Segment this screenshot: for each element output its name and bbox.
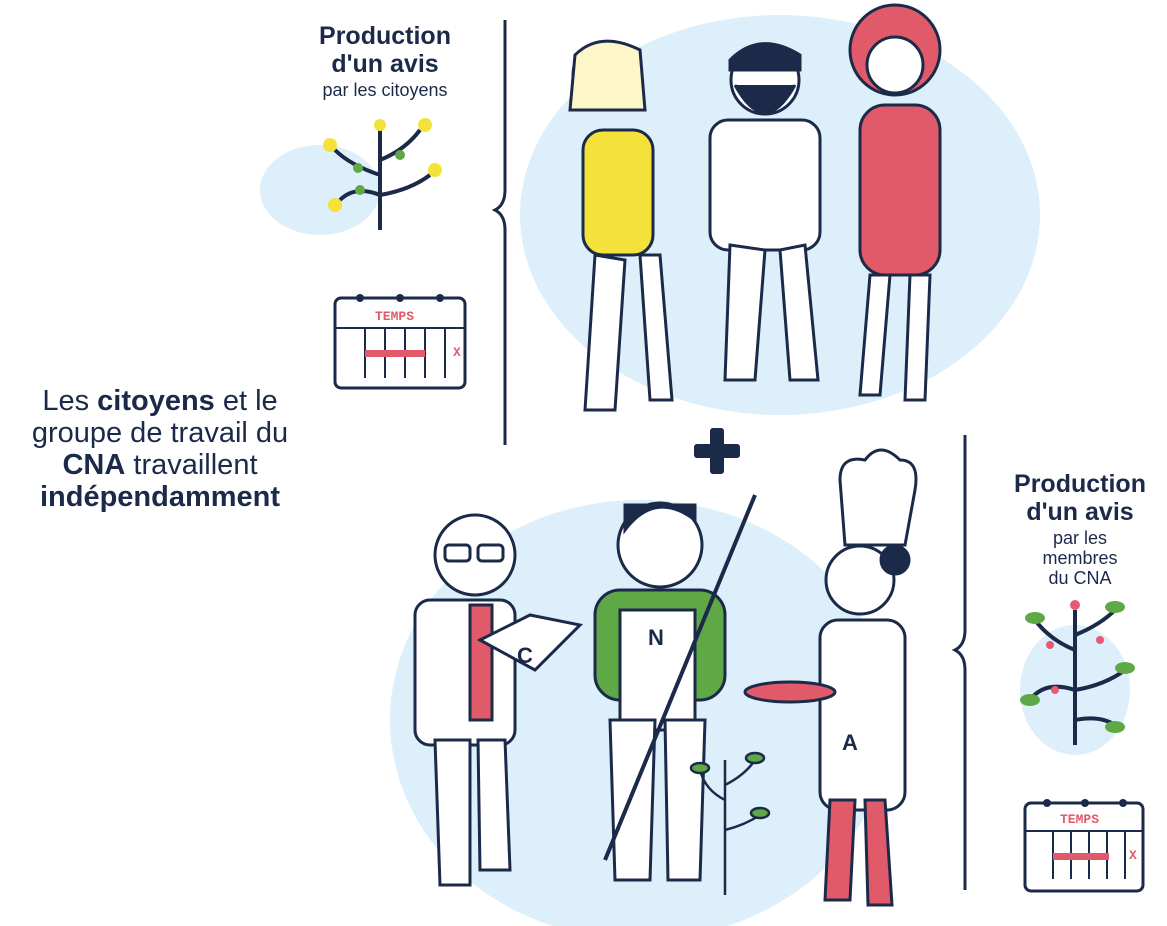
top-title-line2: d'un avis	[331, 50, 439, 78]
tree-yellow-icon	[323, 118, 442, 230]
calendar-label-bottom: TEMPS	[1060, 812, 1099, 827]
citizen-woman-red	[848, 3, 942, 402]
plus-icon	[694, 428, 740, 474]
bottom-subtitle: par les membres du CNA	[995, 528, 1165, 588]
bottom-subtitle-line3: du CNA	[1048, 568, 1112, 588]
top-title: Production d'un avis	[270, 22, 500, 78]
brace-icon	[491, 20, 967, 890]
svg-text:X: X	[453, 345, 461, 360]
calendar-label-top: TEMPS	[375, 309, 414, 324]
cna-man-glasses	[413, 513, 584, 887]
cna-farmer-green	[593, 494, 757, 882]
bottom-title-line1: Production	[1014, 470, 1146, 498]
citizen-woman-yellow	[568, 39, 674, 412]
bottom-subtitle-line2: membres	[1042, 548, 1118, 568]
apron-letter-a: A	[842, 730, 858, 755]
bottom-title-line2: d'un avis	[1026, 498, 1134, 526]
svg-text:X: X	[1129, 848, 1137, 863]
center-text-bold3: indépendamment	[39, 481, 281, 513]
calendar-icon-bottom: X TEMPS	[1023, 799, 1145, 893]
top-title-line1: Production	[319, 22, 451, 50]
center-text-part1: Les	[42, 385, 98, 417]
apron-letter-c: C	[517, 643, 533, 668]
center-text-part2: et le groupe de travail du	[31, 385, 289, 449]
seedling-icon	[689, 751, 771, 895]
center-text: Les citoyens et le groupe de travail du …	[10, 385, 310, 513]
center-text-bold1: citoyens	[97, 385, 215, 417]
calendar-icon: X TEMPS	[333, 294, 467, 390]
tree-pink-icon	[1020, 600, 1135, 745]
bottom-subtitle-line1: par les	[1052, 528, 1108, 548]
center-text-bold2: CNA	[62, 449, 126, 481]
top-subtitle: par les citoyens	[322, 80, 448, 100]
small-blob-top	[260, 145, 380, 235]
apron-letter-n: N	[648, 625, 664, 650]
citizen-man-bearded	[708, 42, 822, 382]
bottom-title: Production d'un avis	[995, 470, 1165, 526]
center-text-part3: travaillent	[125, 449, 258, 481]
cna-chef	[743, 448, 918, 907]
